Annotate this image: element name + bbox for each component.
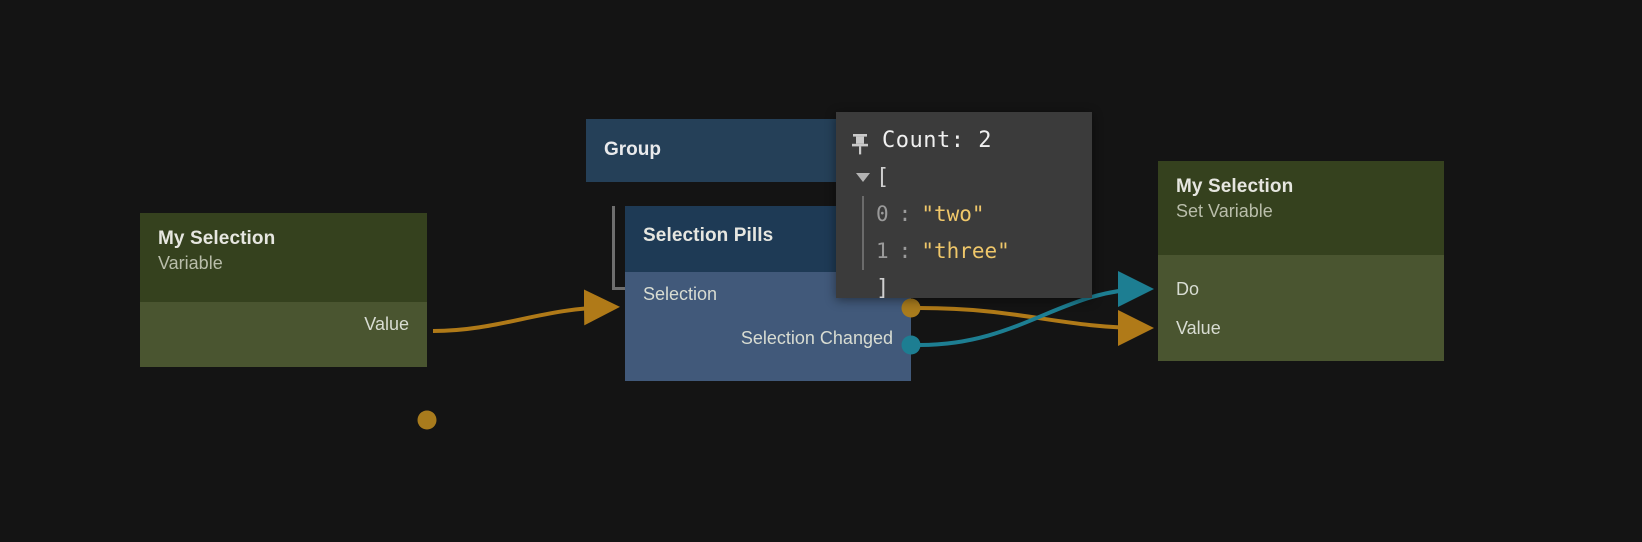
entry-index: 1 bbox=[876, 239, 889, 263]
port-dot-selection-changed-output[interactable] bbox=[901, 335, 921, 355]
port-label-value: Value bbox=[364, 314, 409, 334]
node-subtitle: Set Variable bbox=[1176, 201, 1273, 221]
wire-selection-to-value bbox=[919, 306, 1154, 346]
port-row-input-value[interactable]: Value bbox=[1158, 308, 1444, 347]
node-title: My Selection bbox=[1176, 176, 1294, 197]
port-label-selection-changed: Selection Changed bbox=[740, 328, 893, 348]
node-body: Value bbox=[140, 302, 437, 430]
group-title: Group bbox=[604, 139, 661, 160]
debug-value-panel[interactable]: Count: 2 [ 0 : "two" 1 : "three" bbox=[836, 112, 1092, 301]
array-open-bracket: [ bbox=[876, 165, 890, 190]
group-bracket-connector bbox=[612, 206, 628, 290]
debug-array-entry-0[interactable]: 0 : "two" bbox=[850, 196, 1078, 233]
entry-separator: : bbox=[898, 239, 912, 263]
debug-array-close-row: ] bbox=[850, 270, 1078, 307]
port-dot-selection-output[interactable] bbox=[901, 298, 921, 318]
triangle-down-icon[interactable] bbox=[850, 173, 876, 182]
port-label-selection-input: Selection bbox=[643, 284, 718, 304]
debug-count-label: Count: 2 bbox=[882, 128, 992, 153]
entry-value: "two" bbox=[921, 202, 985, 226]
wire-value-to-selection bbox=[432, 289, 620, 333]
node-body: Selection Selection Changed bbox=[625, 272, 921, 381]
debug-array-entry-1[interactable]: 1 : "three" bbox=[850, 233, 1078, 270]
array-close-bracket: ] bbox=[876, 276, 890, 301]
node-header[interactable]: My Selection Set Variable bbox=[1158, 161, 1444, 255]
port-row-input-do[interactable]: Do bbox=[1158, 269, 1444, 308]
port-dot-value-output[interactable] bbox=[417, 410, 437, 430]
pushpin-icon[interactable] bbox=[850, 130, 870, 154]
node-group[interactable]: Group bbox=[586, 119, 873, 182]
entry-separator: : bbox=[898, 202, 912, 226]
node-title: My Selection bbox=[158, 228, 276, 249]
port-row-input-selection[interactable]: Selection bbox=[625, 272, 911, 316]
entry-index: 0 bbox=[876, 202, 889, 226]
node-subtitle: Variable bbox=[158, 253, 223, 273]
node-body: Do Value bbox=[1158, 255, 1444, 361]
port-label-do: Do bbox=[1176, 278, 1200, 299]
port-row-output-value[interactable]: Value bbox=[140, 302, 427, 367]
node-selection-pills[interactable]: Selection Pills Selection Selection Chan… bbox=[625, 206, 921, 381]
debug-array-open-row[interactable]: [ bbox=[850, 159, 1078, 196]
port-label-value-input: Value bbox=[1176, 317, 1221, 338]
debug-panel-header[interactable]: Count: 2 bbox=[850, 122, 1078, 159]
node-my-selection-set-variable[interactable]: My Selection Set Variable Do Value bbox=[1158, 161, 1444, 361]
node-my-selection-variable[interactable]: My Selection Variable Value bbox=[140, 213, 437, 430]
node-header[interactable]: My Selection Variable bbox=[140, 213, 427, 302]
indent-guide-line bbox=[862, 196, 864, 270]
port-row-output-selection-changed[interactable]: Selection Changed bbox=[625, 316, 911, 360]
node-title: Selection Pills bbox=[643, 225, 774, 246]
debug-array-entries: 0 : "two" 1 : "three" bbox=[850, 196, 1078, 270]
entry-value: "three" bbox=[921, 239, 1010, 263]
